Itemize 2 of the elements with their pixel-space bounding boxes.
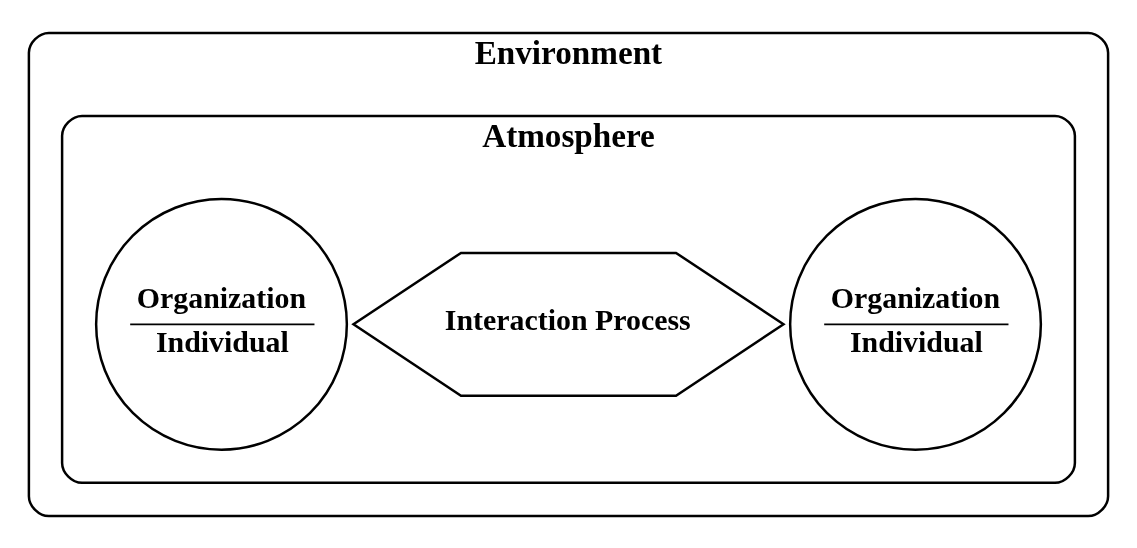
node-circle: Organization Individual: [788, 197, 1043, 451]
node-circle: Organization Individual: [94, 197, 349, 451]
